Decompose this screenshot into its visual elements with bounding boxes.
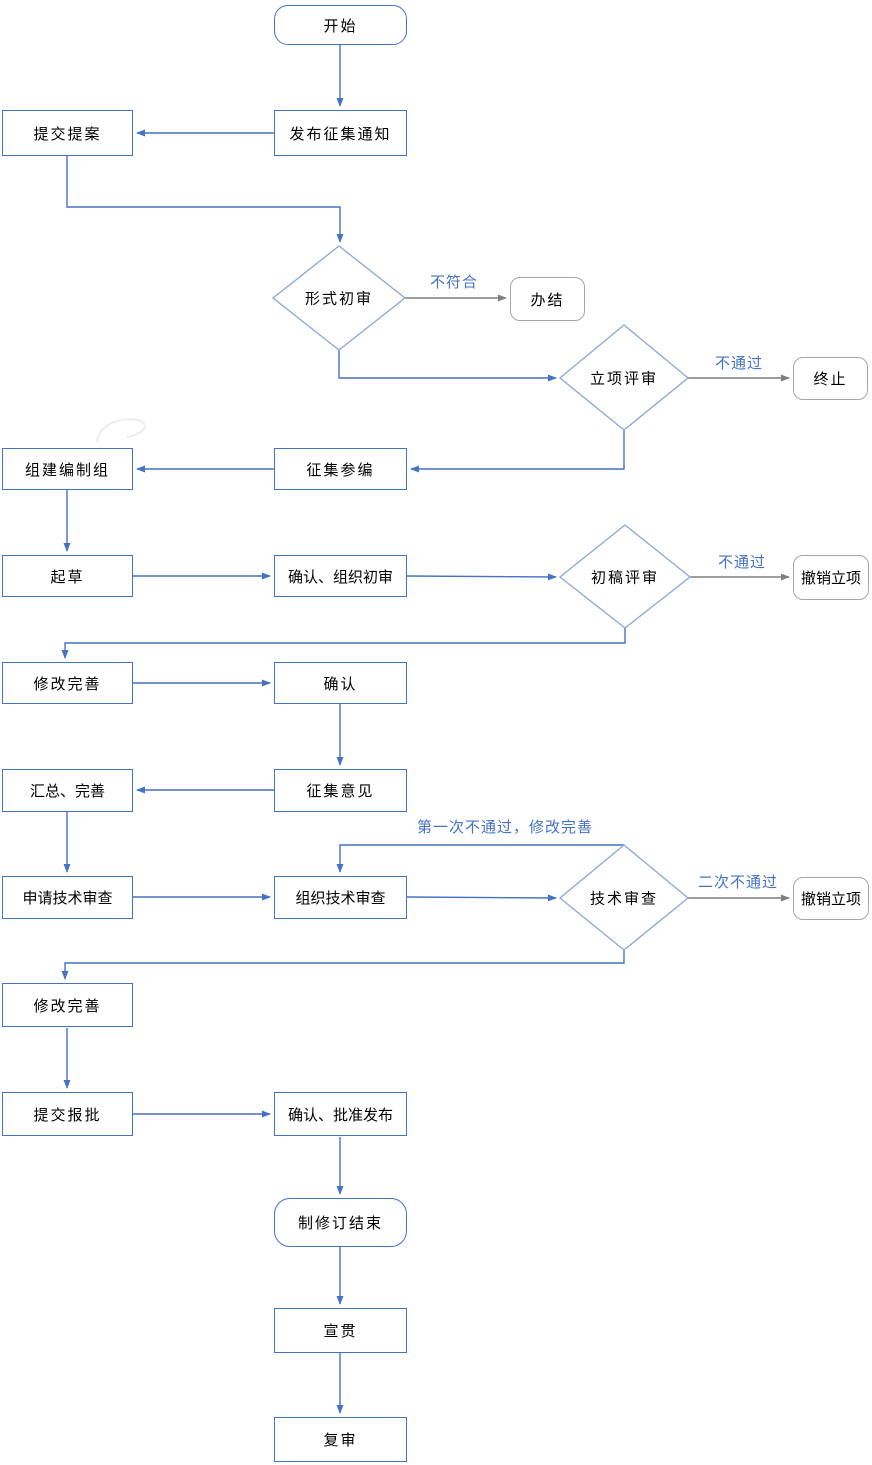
node-recruit-editors: 征集参编: [274, 448, 407, 490]
node-re-review: 复审: [274, 1417, 407, 1462]
node-apply-tech-review-label: 申请技术审查: [22, 890, 113, 907]
edge-tech-review-to-revise2: [61, 950, 625, 980]
node-cancel-project-1: 撤销立项: [793, 555, 869, 600]
node-collect-opinions: 征集意见: [274, 769, 407, 812]
node-start-label: 开始: [323, 17, 358, 35]
edge-tech-review-loop-to-organize-tech: [336, 844, 624, 873]
edge-label-second-fail: 二次不通过: [697, 874, 778, 891]
edge-label-not-pass-draft: 不通过: [717, 554, 766, 571]
edge-proposal-to-formal-review: [66, 156, 344, 243]
node-confirm-org-review-label: 确认、组织初审: [287, 568, 393, 586]
node-cancel-project-2: 撤销立项: [793, 877, 869, 920]
node-publish-notice: 发布征集通知: [274, 110, 407, 156]
node-cancel-project-2-label: 撤销立项: [800, 891, 861, 908]
node-confirm-org-review: 确认、组织初审: [274, 555, 407, 597]
edge-organize-tech-to-tech-review: [406, 894, 557, 902]
node-terminate: 终止: [793, 357, 868, 400]
node-revise-2-label: 修改完善: [33, 997, 102, 1015]
edge-formal-review-to-project-review: [338, 350, 557, 382]
node-form-drafting-group: 组建编制组: [2, 448, 133, 490]
edge-project-review-to-recruit: [410, 430, 625, 473]
edge-first-draft-review-to-revise1: [61, 628, 626, 659]
node-form-drafting-group-label: 组建编制组: [24, 461, 110, 479]
node-submit-proposal-label: 提交提案: [33, 125, 102, 143]
node-confirm-approve-publish-label: 确认、批准发布: [287, 1106, 393, 1124]
node-revise-1: 修改完善: [2, 662, 133, 704]
node-submit-approval-label: 提交报批: [33, 1106, 102, 1124]
edge-label-not-conform: 不符合: [429, 274, 478, 291]
node-promote: 宣贯: [274, 1308, 407, 1353]
edge-label-first-fail-revise: 第一次不通过，修改完善: [416, 819, 593, 836]
node-recruit-editors-label: 征集参编: [306, 461, 375, 479]
node-close-case: 办结: [510, 277, 585, 321]
node-draft: 起草: [2, 555, 133, 597]
decision-first-draft-review-label: 初稿评审: [590, 569, 660, 587]
node-confirm: 确认: [274, 662, 407, 704]
edge-confirm-org-review-to-first-draft-review: [406, 573, 557, 581]
node-re-review-label: 复审: [323, 1432, 358, 1449]
stray-mark: [96, 418, 146, 443]
node-promote-label: 宣贯: [323, 1323, 358, 1340]
node-confirm-approve-publish: 确认、批准发布: [274, 1092, 407, 1136]
node-summarize-improve-label: 汇总、完善: [29, 783, 105, 800]
node-summarize-improve: 汇总、完善: [2, 769, 133, 812]
node-apply-tech-review: 申请技术审查: [2, 876, 133, 919]
node-revision-end: 制修订结束: [274, 1198, 407, 1247]
node-publish-notice-label: 发布征集通知: [289, 125, 392, 143]
decision-tech-review-shape: [558, 844, 690, 951]
edge-label-not-pass-project: 不通过: [714, 355, 763, 372]
node-draft-label: 起草: [50, 568, 85, 586]
node-close-case-label: 办结: [530, 291, 565, 309]
node-submit-approval: 提交报批: [2, 1092, 133, 1136]
node-organize-tech-review-label: 组织技术审查: [295, 890, 386, 907]
node-confirm-label: 确认: [323, 675, 358, 693]
decision-formal-review-label: 形式初审: [304, 290, 374, 308]
decision-formal-review-shape: [271, 245, 407, 351]
node-organize-tech-review: 组织技术审查: [274, 876, 407, 919]
node-revise-1-label: 修改完善: [33, 675, 102, 693]
node-start: 开始: [274, 5, 407, 45]
node-collect-opinions-label: 征集意见: [306, 783, 375, 800]
node-terminate-label: 终止: [813, 371, 848, 388]
decision-project-review-label: 立项评审: [589, 370, 659, 388]
decision-project-review-shape: [558, 324, 690, 431]
node-cancel-project-1-label: 撤销立项: [800, 570, 861, 587]
decision-first-draft-review-shape: [558, 524, 692, 629]
node-revise-2: 修改完善: [2, 983, 133, 1027]
node-revision-end-label: 制修订结束: [297, 1215, 383, 1232]
node-submit-proposal: 提交提案: [2, 110, 133, 156]
decision-tech-review-label: 技术审查: [589, 890, 659, 908]
